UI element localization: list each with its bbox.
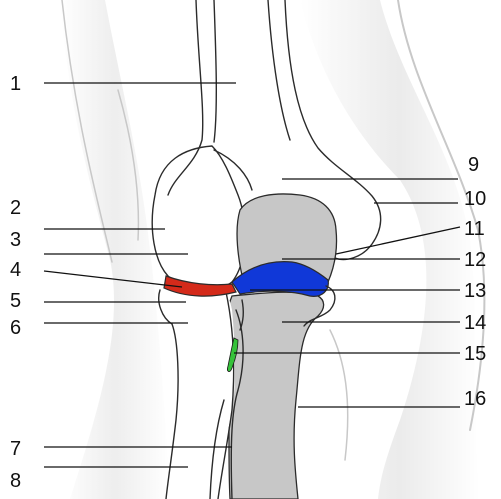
label-13: 13 bbox=[464, 280, 486, 302]
label-7: 7 bbox=[10, 438, 21, 460]
label-15: 15 bbox=[464, 343, 486, 365]
label-12: 12 bbox=[464, 249, 486, 271]
label-11: 11 bbox=[464, 218, 485, 240]
label-3: 3 bbox=[10, 229, 21, 251]
label-9: 9 bbox=[468, 154, 479, 176]
label-10: 10 bbox=[464, 188, 486, 210]
label-16: 16 bbox=[464, 388, 486, 410]
label-4: 4 bbox=[10, 259, 21, 281]
tibia-fibula-grey bbox=[226, 194, 337, 499]
label-2: 2 bbox=[10, 197, 21, 219]
label-1: 1 bbox=[10, 73, 21, 95]
label-14: 14 bbox=[464, 312, 486, 334]
label-5: 5 bbox=[10, 290, 21, 312]
label-6: 6 bbox=[10, 317, 21, 339]
label-8: 8 bbox=[10, 470, 21, 492]
